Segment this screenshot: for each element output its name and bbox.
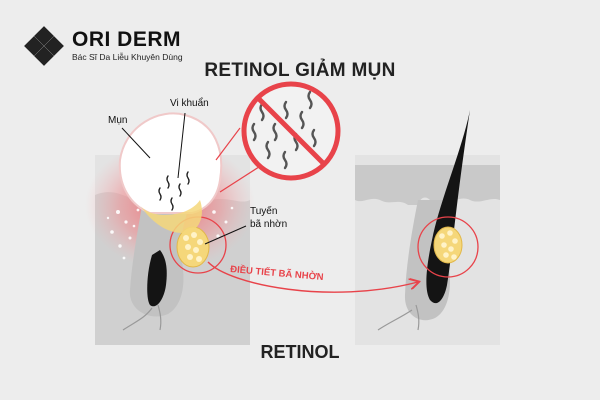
pimple-head <box>118 112 223 214</box>
label-sebaceous-gland-1: Tuyến <box>250 206 278 217</box>
four-diamond-logo-icon <box>24 26 64 66</box>
page-title: RETINOL GIẢM MỤN <box>204 60 396 81</box>
brand-name: ORI DERM <box>72 28 181 51</box>
bacteria-squiggles <box>158 171 190 211</box>
gland-highlight-circle-right <box>417 216 479 278</box>
bacteria-icons <box>251 90 317 170</box>
magnified-bacteria <box>241 81 341 181</box>
retinol-label: RETINOL <box>260 342 340 362</box>
label-acne: Mụn <box>108 115 128 126</box>
label-sebaceous-gland-2: bã nhờn <box>250 219 288 230</box>
hair-root <box>147 250 167 307</box>
gland-cells-right <box>439 230 458 260</box>
regulation-arrow <box>207 261 418 293</box>
brand-tagline: Bác Sĩ Da Liễu Khuyên Dùng <box>72 52 183 62</box>
label-bacteria: Vi khuẩn <box>170 98 209 109</box>
strike-line <box>256 96 326 166</box>
brand-header: ORI DERM Bác Sĩ Da Liễu Khuyên Dùng <box>24 26 183 66</box>
right-skin-section <box>355 110 500 345</box>
gland-cells-left <box>183 232 203 262</box>
left-skin-section <box>85 112 255 345</box>
